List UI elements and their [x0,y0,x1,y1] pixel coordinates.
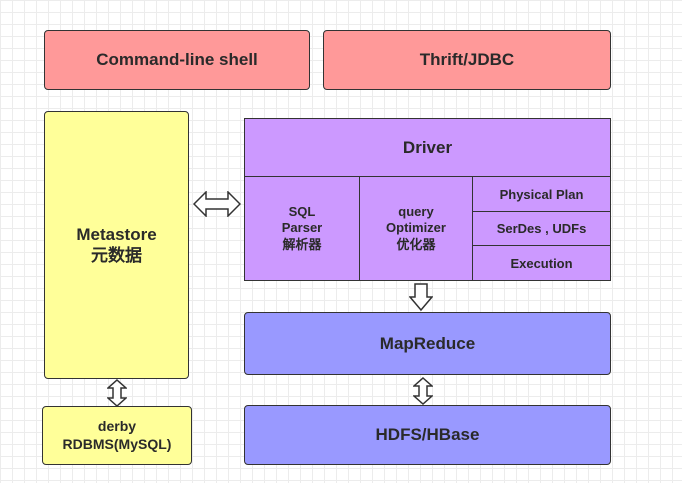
sql-parser-text: SQL Parser 解析器 [282,204,322,253]
down-arrow-icon [409,283,433,311]
thrift-jdbc-box: Thrift/JDBC [323,30,611,90]
metastore-label: Metastore [76,224,157,244]
double-arrow-vertical-icon-right [413,377,433,405]
command-line-shell-box: Command-line shell [44,30,310,90]
mapreduce-label: MapReduce [379,333,476,353]
metastore-box: Metastore 元数据 [44,111,189,379]
execution-label: Execution [510,255,573,271]
sql-parser-line3: 解析器 [282,236,322,252]
query-optimizer-line2: Optimizer [386,220,446,236]
command-line-shell-label: Command-line shell [96,50,258,69]
rdbms-text: derby RDBMS(MySQL) [63,418,172,453]
hdfs-hbase-box: HDFS/HBase [244,405,611,465]
driver-label: Driver [402,137,453,157]
execution-cell: Execution [472,245,611,281]
thrift-jdbc-label: Thrift/JDBC [419,50,515,69]
query-optimizer-line3: 优化器 [396,236,436,252]
sql-parser-cell: SQL Parser 解析器 [244,176,360,281]
mapreduce-box: MapReduce [244,312,611,375]
serdes-udfs-cell: SerDes , UDFs [472,211,611,246]
driver-title-cell: Driver [244,118,611,177]
physical-plan-cell: Physical Plan [472,176,611,212]
metastore-text: Metastore 元数据 [76,224,156,267]
derby-label: derby [97,418,137,434]
double-arrow-vertical-icon-left [107,379,127,407]
rdbms-box: derby RDBMS(MySQL) [42,406,192,465]
query-optimizer-cell: query Optimizer 优化器 [359,176,473,281]
query-optimizer-line1: query [398,204,434,220]
sql-parser-line1: SQL [288,204,316,220]
double-arrow-horizontal-icon [193,191,241,217]
serdes-udfs-label: SerDes , UDFs [496,221,587,236]
sql-parser-line2: Parser [281,220,323,236]
rdbms-label: RDBMS(MySQL) [62,435,172,452]
query-optimizer-text: query Optimizer 优化器 [386,204,446,253]
metastore-sublabel: 元数据 [91,246,142,265]
hdfs-hbase-label: HDFS/HBase [375,425,480,444]
physical-plan-label: Physical Plan [499,186,584,202]
